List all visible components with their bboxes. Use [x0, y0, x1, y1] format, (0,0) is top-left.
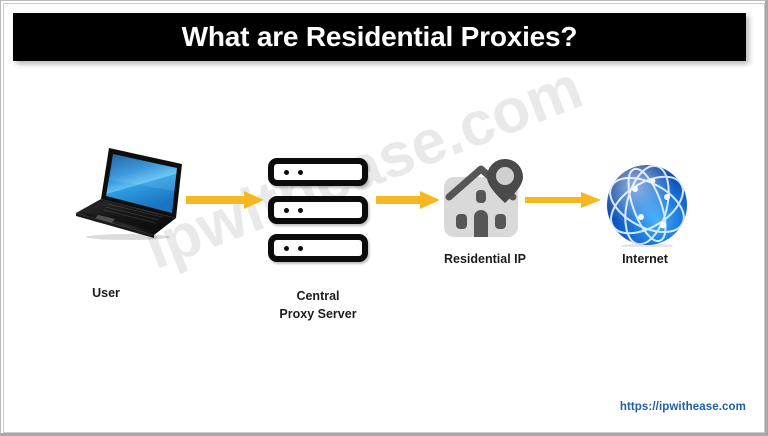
label-central-proxy-server-line2: Proxy Server — [279, 307, 357, 321]
server-stack-icon — [268, 158, 368, 262]
server-led-icon — [298, 245, 303, 251]
label-residential-ip: Residential IP — [444, 252, 526, 266]
server-unit — [268, 234, 368, 262]
footer-site-url[interactable]: https://ipwithease.com — [619, 401, 746, 413]
house-location-icon — [438, 157, 532, 247]
page-title: What are Residential Proxies? — [181, 21, 578, 52]
label-user: User — [92, 286, 120, 300]
arrow-proxy-to-residential — [376, 189, 442, 211]
globe-icon — [605, 163, 689, 249]
server-led-icon — [284, 245, 289, 251]
label-internet: Internet — [622, 252, 668, 266]
server-unit — [268, 196, 368, 224]
title-banner: What are Residential Proxies? — [13, 13, 746, 61]
server-led-icon — [298, 207, 303, 213]
server-led-icon — [284, 207, 289, 213]
arrow-residential-to-internet — [525, 189, 603, 211]
map-pin-icon — [487, 159, 523, 203]
server-unit — [268, 158, 368, 186]
laptop-icon — [70, 142, 188, 240]
server-led-icon — [284, 169, 289, 175]
arrow-user-to-proxy — [186, 189, 266, 211]
label-central-proxy-server-line1: Central — [296, 289, 340, 303]
server-led-icon — [298, 169, 303, 175]
